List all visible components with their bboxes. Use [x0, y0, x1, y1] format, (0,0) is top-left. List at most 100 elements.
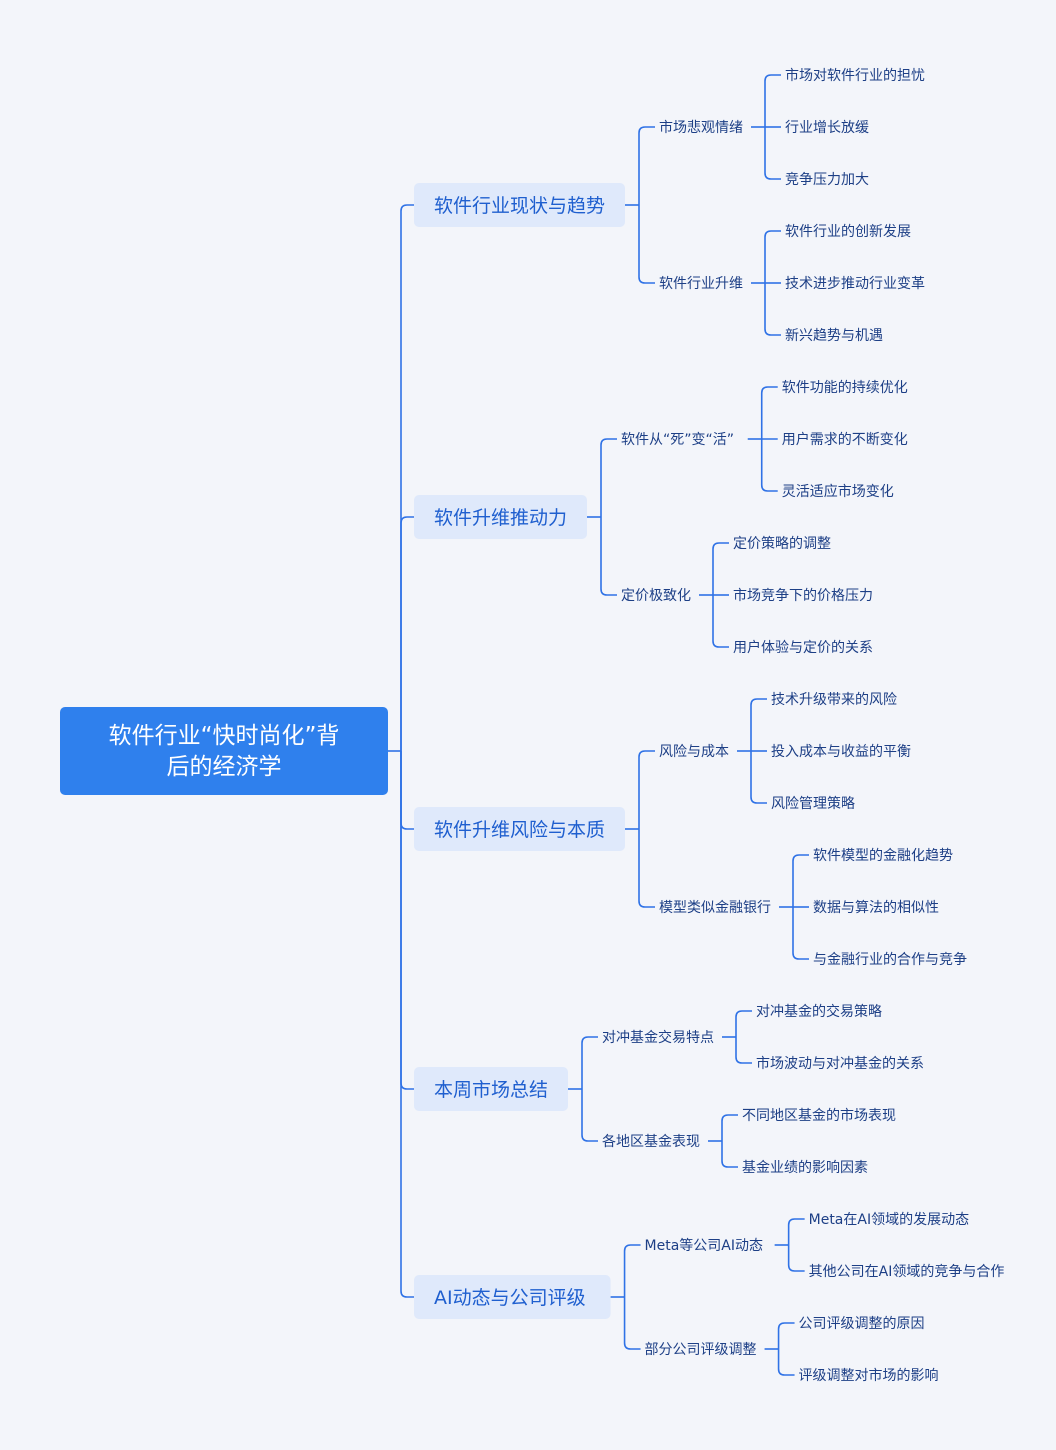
leaf-label[interactable]: 其他公司在AI领域的竞争与合作	[809, 1263, 1005, 1280]
leaf-label[interactable]: 对冲基金的交易策略	[756, 1003, 882, 1020]
connector-branch	[764, 74, 781, 127]
subtopic-connector	[737, 698, 767, 804]
topic-label: 软件升维风险与本质	[434, 819, 605, 841]
topic-node[interactable]: 软件升维推动力	[414, 495, 587, 539]
connector-branch	[792, 907, 809, 960]
leaf-label[interactable]: 投入成本与收益的平衡	[771, 744, 911, 760]
leaf-label[interactable]: 用户需求的不断变化	[782, 431, 908, 448]
leaf-label[interactable]: 技术升级带来的风险	[771, 692, 897, 708]
leaf-label[interactable]: 新兴趋势与机遇	[785, 328, 883, 344]
connector-branch	[400, 751, 414, 1090]
leaf-label[interactable]: 公司评级调整的原因	[799, 1316, 925, 1332]
connector-branch	[638, 829, 655, 908]
leaf-label[interactable]: 定价策略的调整	[733, 535, 831, 552]
subtopic-connector	[699, 542, 729, 648]
leaf-label[interactable]: 数据与算法的相似性	[813, 900, 939, 916]
leaf-label[interactable]: 市场对软件行业的担忧	[785, 67, 925, 84]
leaf-label[interactable]: 基金业绩的影响因素	[742, 1159, 868, 1176]
topic-node-box	[414, 495, 587, 539]
leaf-label[interactable]: Meta在AI领域的发展动态	[809, 1212, 969, 1228]
subtopic-connector	[774, 1218, 805, 1272]
root-title-line: 后的经济学	[167, 754, 282, 780]
connector-branch	[638, 126, 655, 205]
leaf-label[interactable]: 软件模型的金融化趋势	[813, 848, 953, 864]
leaf-label[interactable]: 与金融行业的合作与竞争	[813, 951, 967, 968]
subtopic-node[interactable]: 各地区基金表现	[602, 1133, 700, 1150]
connector-branch	[777, 1322, 795, 1349]
topic-connector	[587, 438, 617, 596]
subtopic-label: 定价极致化	[621, 588, 691, 604]
connector-branch	[760, 386, 778, 439]
subtopic-node[interactable]: Meta等公司AI动态	[645, 1237, 763, 1254]
subtopic-connector	[708, 1114, 738, 1168]
leaf-label[interactable]: 风险管理策略	[771, 795, 855, 812]
connector-branch	[787, 1245, 805, 1272]
subtopic-node[interactable]: 对冲基金交易特点	[602, 1029, 714, 1046]
connector-branch	[623, 1297, 641, 1350]
leaf-label[interactable]: 行业增长放缓	[785, 120, 869, 136]
topic-connector	[610, 1244, 641, 1350]
topic-node[interactable]: AI动态与公司评级	[414, 1275, 611, 1319]
connector-branch	[777, 1349, 795, 1376]
topic-connector	[625, 750, 655, 908]
subtopic-connector	[747, 386, 778, 492]
leaf-label[interactable]: 技术进步推动行业变革	[785, 276, 925, 292]
subtopic-connector	[751, 74, 781, 180]
leaf-label[interactable]: 软件行业的创新发展	[785, 224, 911, 240]
topic-node[interactable]: 软件升维风险与本质	[414, 807, 625, 851]
connector-branch	[638, 205, 655, 284]
connector-branch	[600, 438, 617, 517]
topic-node-box	[414, 1067, 568, 1111]
leaf-label[interactable]: 市场竞争下的价格压力	[733, 587, 873, 604]
subtopic-node[interactable]: 软件行业升维	[659, 276, 743, 292]
subtopic-label: Meta等公司AI动态	[645, 1237, 763, 1254]
topic-label: 本周市场总结	[434, 1079, 548, 1101]
subtopic-label: 部分公司评级调整	[645, 1342, 757, 1358]
topic-node[interactable]: 本周市场总结	[414, 1067, 568, 1111]
subtopic-label: 各地区基金表现	[602, 1133, 700, 1150]
leaf-label[interactable]: 竞争压力加大	[785, 171, 869, 188]
subtopic-node[interactable]: 风险与成本	[659, 744, 729, 760]
subtopic-node[interactable]: 定价极致化	[621, 588, 691, 604]
topic-node[interactable]: 软件行业现状与趋势	[414, 183, 625, 227]
subtopic-node[interactable]: 模型类似金融银行	[659, 900, 771, 916]
connector-branch	[735, 1037, 752, 1064]
connector-branch	[581, 1089, 598, 1142]
topic-node-box	[414, 183, 625, 227]
leaf-label[interactable]: 软件功能的持续优化	[782, 379, 908, 396]
topic-label: 软件行业现状与趋势	[434, 195, 605, 217]
connector-branch	[638, 750, 655, 829]
connector-branch	[712, 595, 729, 648]
leaf-label[interactable]: 灵活适应市场变化	[782, 483, 894, 500]
connector-branch	[750, 751, 767, 804]
subtopic-node[interactable]: 市场悲观情绪	[659, 119, 743, 136]
subtopic-label: 市场悲观情绪	[659, 119, 743, 136]
connector-branch	[760, 439, 778, 492]
subtopic-connector	[764, 1322, 795, 1376]
connector-branch	[581, 1036, 598, 1089]
topic-node-box	[414, 1275, 611, 1319]
connector-branch	[712, 542, 729, 595]
leaf-label[interactable]: 市场波动与对冲基金的关系	[756, 1055, 924, 1072]
root-connector	[388, 204, 414, 1298]
subtopic-node[interactable]: 软件从“死”变“活”	[621, 432, 734, 448]
leaf-label[interactable]: 评级调整对市场的影响	[799, 1367, 939, 1384]
connector-branch	[600, 517, 617, 596]
leaf-label[interactable]: 用户体验与定价的关系	[733, 639, 873, 656]
connector-branch	[764, 230, 781, 283]
subtopic-label: 软件行业升维	[659, 276, 743, 292]
connector-branch	[750, 698, 767, 751]
subtopic-label: 模型类似金融银行	[659, 900, 771, 916]
connector-branch	[400, 751, 414, 830]
topic-connector	[625, 126, 655, 284]
connector-branch	[764, 127, 781, 180]
leaf-label[interactable]: 不同地区基金的市场表现	[742, 1107, 896, 1124]
connector-branch	[721, 1114, 738, 1141]
connector-branch	[721, 1141, 738, 1168]
subtopic-label: 软件从“死”变“活”	[621, 432, 734, 448]
subtopic-node[interactable]: 部分公司评级调整	[645, 1342, 757, 1358]
topic-node-box	[414, 807, 625, 851]
